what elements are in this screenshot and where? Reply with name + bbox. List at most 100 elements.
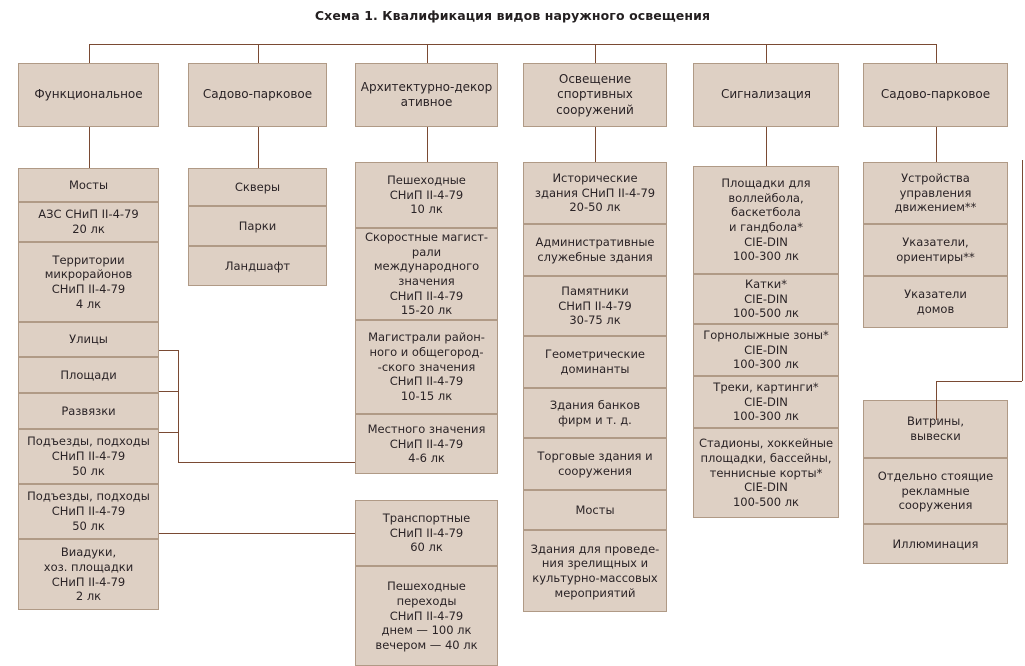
node-signalling-0-0: Площадки для воллейбола, баскетбола и га… — [693, 166, 839, 274]
box-label: Здания для проведе- ния зрелищных и куль… — [530, 541, 660, 600]
box-label: Мосты — [68, 177, 109, 192]
node-functional-0-5: Развязки — [18, 393, 159, 429]
box-label: Отдельно стоящие рекламные сооружения — [877, 468, 994, 513]
node-sports-facilities-0-5: Торговые здания и сооружения — [523, 438, 667, 490]
node-sports-facilities-0-6: Мосты — [523, 490, 667, 530]
box-label: Площади — [60, 367, 117, 382]
header-box-sports-facilities: Освещение спортивных сооружений — [523, 63, 667, 127]
box-label: Площадки для воллейбола, баскетбола и га… — [721, 175, 811, 264]
box-label: Указатели, ориентиры** — [896, 235, 975, 264]
node-sports-facilities-0-7: Здания для проведе- ния зрелищных и куль… — [523, 530, 667, 612]
group-drop-sports-facilities — [595, 127, 596, 162]
node-architectural-decorative-0-0: Пешеходные СНиП II-4-79 10 лк — [355, 162, 498, 228]
box-label: Памятники СНиП II-4-79 30-75 лк — [558, 283, 632, 328]
box-label: Функциональное — [34, 87, 143, 102]
box-label: Катки* CIE-DIN 100-500 лк — [732, 276, 799, 321]
box-label: Устройства управления движением** — [894, 170, 977, 215]
page-title: Схема 1. Квалификация видов наружного ос… — [314, 8, 711, 23]
group-drop-signalling — [766, 127, 767, 166]
box-label: Садово-парковое — [880, 87, 991, 102]
group-drop-garden-park-left — [257, 127, 259, 168]
node-signalling-0-4: Стадионы, хоккейные площадки, бассейны, … — [693, 428, 839, 518]
header-drop-functional — [88, 44, 90, 63]
box-label: Административные служебные здания — [535, 235, 655, 264]
node-garden-park-left-0-0: Скверы — [188, 168, 327, 206]
branch-squares — [159, 391, 178, 392]
box-label: Ландшафт — [224, 258, 291, 273]
node-architectural-decorative-0-2: Магистрали район- ного и общегород- -ско… — [355, 320, 498, 414]
node-sports-facilities-0-0: Исторические здания СНиП II-4-79 20-50 л… — [523, 162, 667, 224]
node-functional-0-4: Площади — [18, 357, 159, 393]
branch-to-local — [178, 462, 355, 463]
right-bus-horizontal — [935, 381, 1022, 382]
box-label: Горнолыжные зоны* CIE-DIN 100-300 лк — [703, 327, 829, 372]
box-label: Территории микрорайонов СНиП II-4-79 4 л… — [44, 252, 133, 311]
box-label: Транспортные СНиП II-4-79 60 лк — [382, 510, 471, 555]
node-architectural-decorative-1-1: Пешеходные переходы СНиП II-4-79 днем — … — [355, 566, 498, 666]
box-label: Мосты — [575, 502, 615, 517]
box-label: Исторические здания СНиП II-4-79 20-50 л… — [534, 170, 656, 215]
box-label: АЗС СНиП II-4-79 20 лк — [38, 207, 139, 236]
box-label: Освещение спортивных сооружений — [556, 71, 634, 117]
node-architectural-decorative-1-0: Транспортные СНиП II-4-79 60 лк — [355, 500, 498, 566]
box-label: Скоростные магист- рали международного з… — [364, 229, 489, 318]
box-label: Торговые здания и сооружения — [537, 449, 653, 478]
header-drop-garden-park-left — [257, 44, 259, 63]
box-label: Улицы — [69, 332, 108, 347]
node-functional-0-1: АЗС СНиП II-4-79 20 лк — [18, 202, 159, 242]
node-sports-facilities-0-2: Памятники СНиП II-4-79 30-75 лк — [523, 276, 667, 336]
branch-interchanges — [159, 432, 178, 433]
header-box-garden-park-right: Садово-парковое — [863, 63, 1008, 127]
box-label: Геометрические доминанты — [544, 347, 646, 376]
header-box-functional: Функциональное — [18, 63, 159, 127]
header-box-signalling: Сигнализация — [693, 63, 839, 127]
box-label: Виадуки, хоз. площадки СНиП II-4-79 2 лк — [43, 545, 134, 604]
node-functional-0-7: Подъезды, подходы СНиП II-4-79 50 лк — [18, 484, 159, 539]
node-garden-park-right-0-2: Указатели домов — [863, 276, 1008, 328]
top-bus-line — [88, 44, 936, 45]
header-box-garden-park-left: Садово-парковое — [188, 63, 327, 127]
header-drop-sports-facilities — [595, 44, 596, 63]
node-signalling-0-3: Треки, картинги* CIE-DIN 100-300 лк — [693, 376, 839, 428]
group-drop-functional — [88, 127, 90, 168]
header-drop-signalling — [766, 44, 767, 63]
box-label: Здания банков фирм и т. д. — [549, 398, 641, 427]
node-garden-park-left-0-2: Ландшафт — [188, 246, 327, 286]
box-label: Стадионы, хоккейные площадки, бассейны, … — [698, 436, 834, 510]
box-label: Местного значения СНиП II-4-79 4-6 лк — [367, 421, 486, 466]
node-architectural-decorative-0-3: Местного значения СНиП II-4-79 4-6 лк — [355, 414, 498, 474]
node-functional-0-3: Улицы — [18, 322, 159, 357]
node-architectural-decorative-0-1: Скоростные магист- рали международного з… — [355, 228, 498, 320]
box-label: Скверы — [234, 179, 281, 194]
node-functional-0-6: Подъезды, подходы СНиП II-4-79 50 лк — [18, 429, 159, 484]
box-label: Пешеходные переходы СНиП II-4-79 днем — … — [375, 579, 478, 653]
node-garden-park-left-0-1: Парки — [188, 206, 327, 246]
right-bus-drop — [935, 381, 937, 420]
box-label: Треки, картинги* CIE-DIN 100-300 лк — [713, 379, 819, 424]
node-garden-park-right-1-2: Иллюминация — [863, 524, 1008, 564]
node-garden-park-right-0-0: Устройства управления движением** — [863, 162, 1008, 224]
branch-bus — [178, 350, 179, 462]
box-label: Пешеходные СНиП II-4-79 10 лк — [387, 172, 466, 217]
node-sports-facilities-0-3: Геометрические доминанты — [523, 336, 667, 388]
branch-streets — [159, 350, 178, 351]
box-label: Архитектурно-декор ативное — [360, 79, 493, 109]
group-drop-architectural-decorative — [426, 127, 428, 162]
box-label: Развязки — [61, 403, 116, 418]
header-box-architectural-decorative: Архитектурно-декор ативное — [355, 63, 498, 127]
box-label: Витрины, вывески — [906, 414, 965, 443]
node-functional-0-8: Виадуки, хоз. площадки СНиП II-4-79 2 лк — [18, 539, 159, 610]
header-drop-garden-park-right — [935, 44, 937, 63]
node-sports-facilities-0-4: Здания банков фирм и т. д. — [523, 388, 667, 438]
box-label: Сигнализация — [720, 87, 812, 102]
box-label: Садово-парковое — [202, 87, 313, 102]
header-drop-architectural-decorative — [426, 44, 428, 63]
box-label: Указатели домов — [904, 287, 967, 316]
box-label: Магистрали район- ного и общегород- -ско… — [368, 330, 485, 404]
box-label: Подъезды, подходы СНиП II-4-79 50 лк — [27, 434, 150, 478]
node-functional-0-0: Мосты — [18, 168, 159, 202]
node-garden-park-right-0-1: Указатели, ориентиры** — [863, 224, 1008, 276]
node-garden-park-right-1-1: Отдельно стоящие рекламные сооружения — [863, 458, 1008, 524]
box-label: Иллюминация — [892, 536, 979, 551]
